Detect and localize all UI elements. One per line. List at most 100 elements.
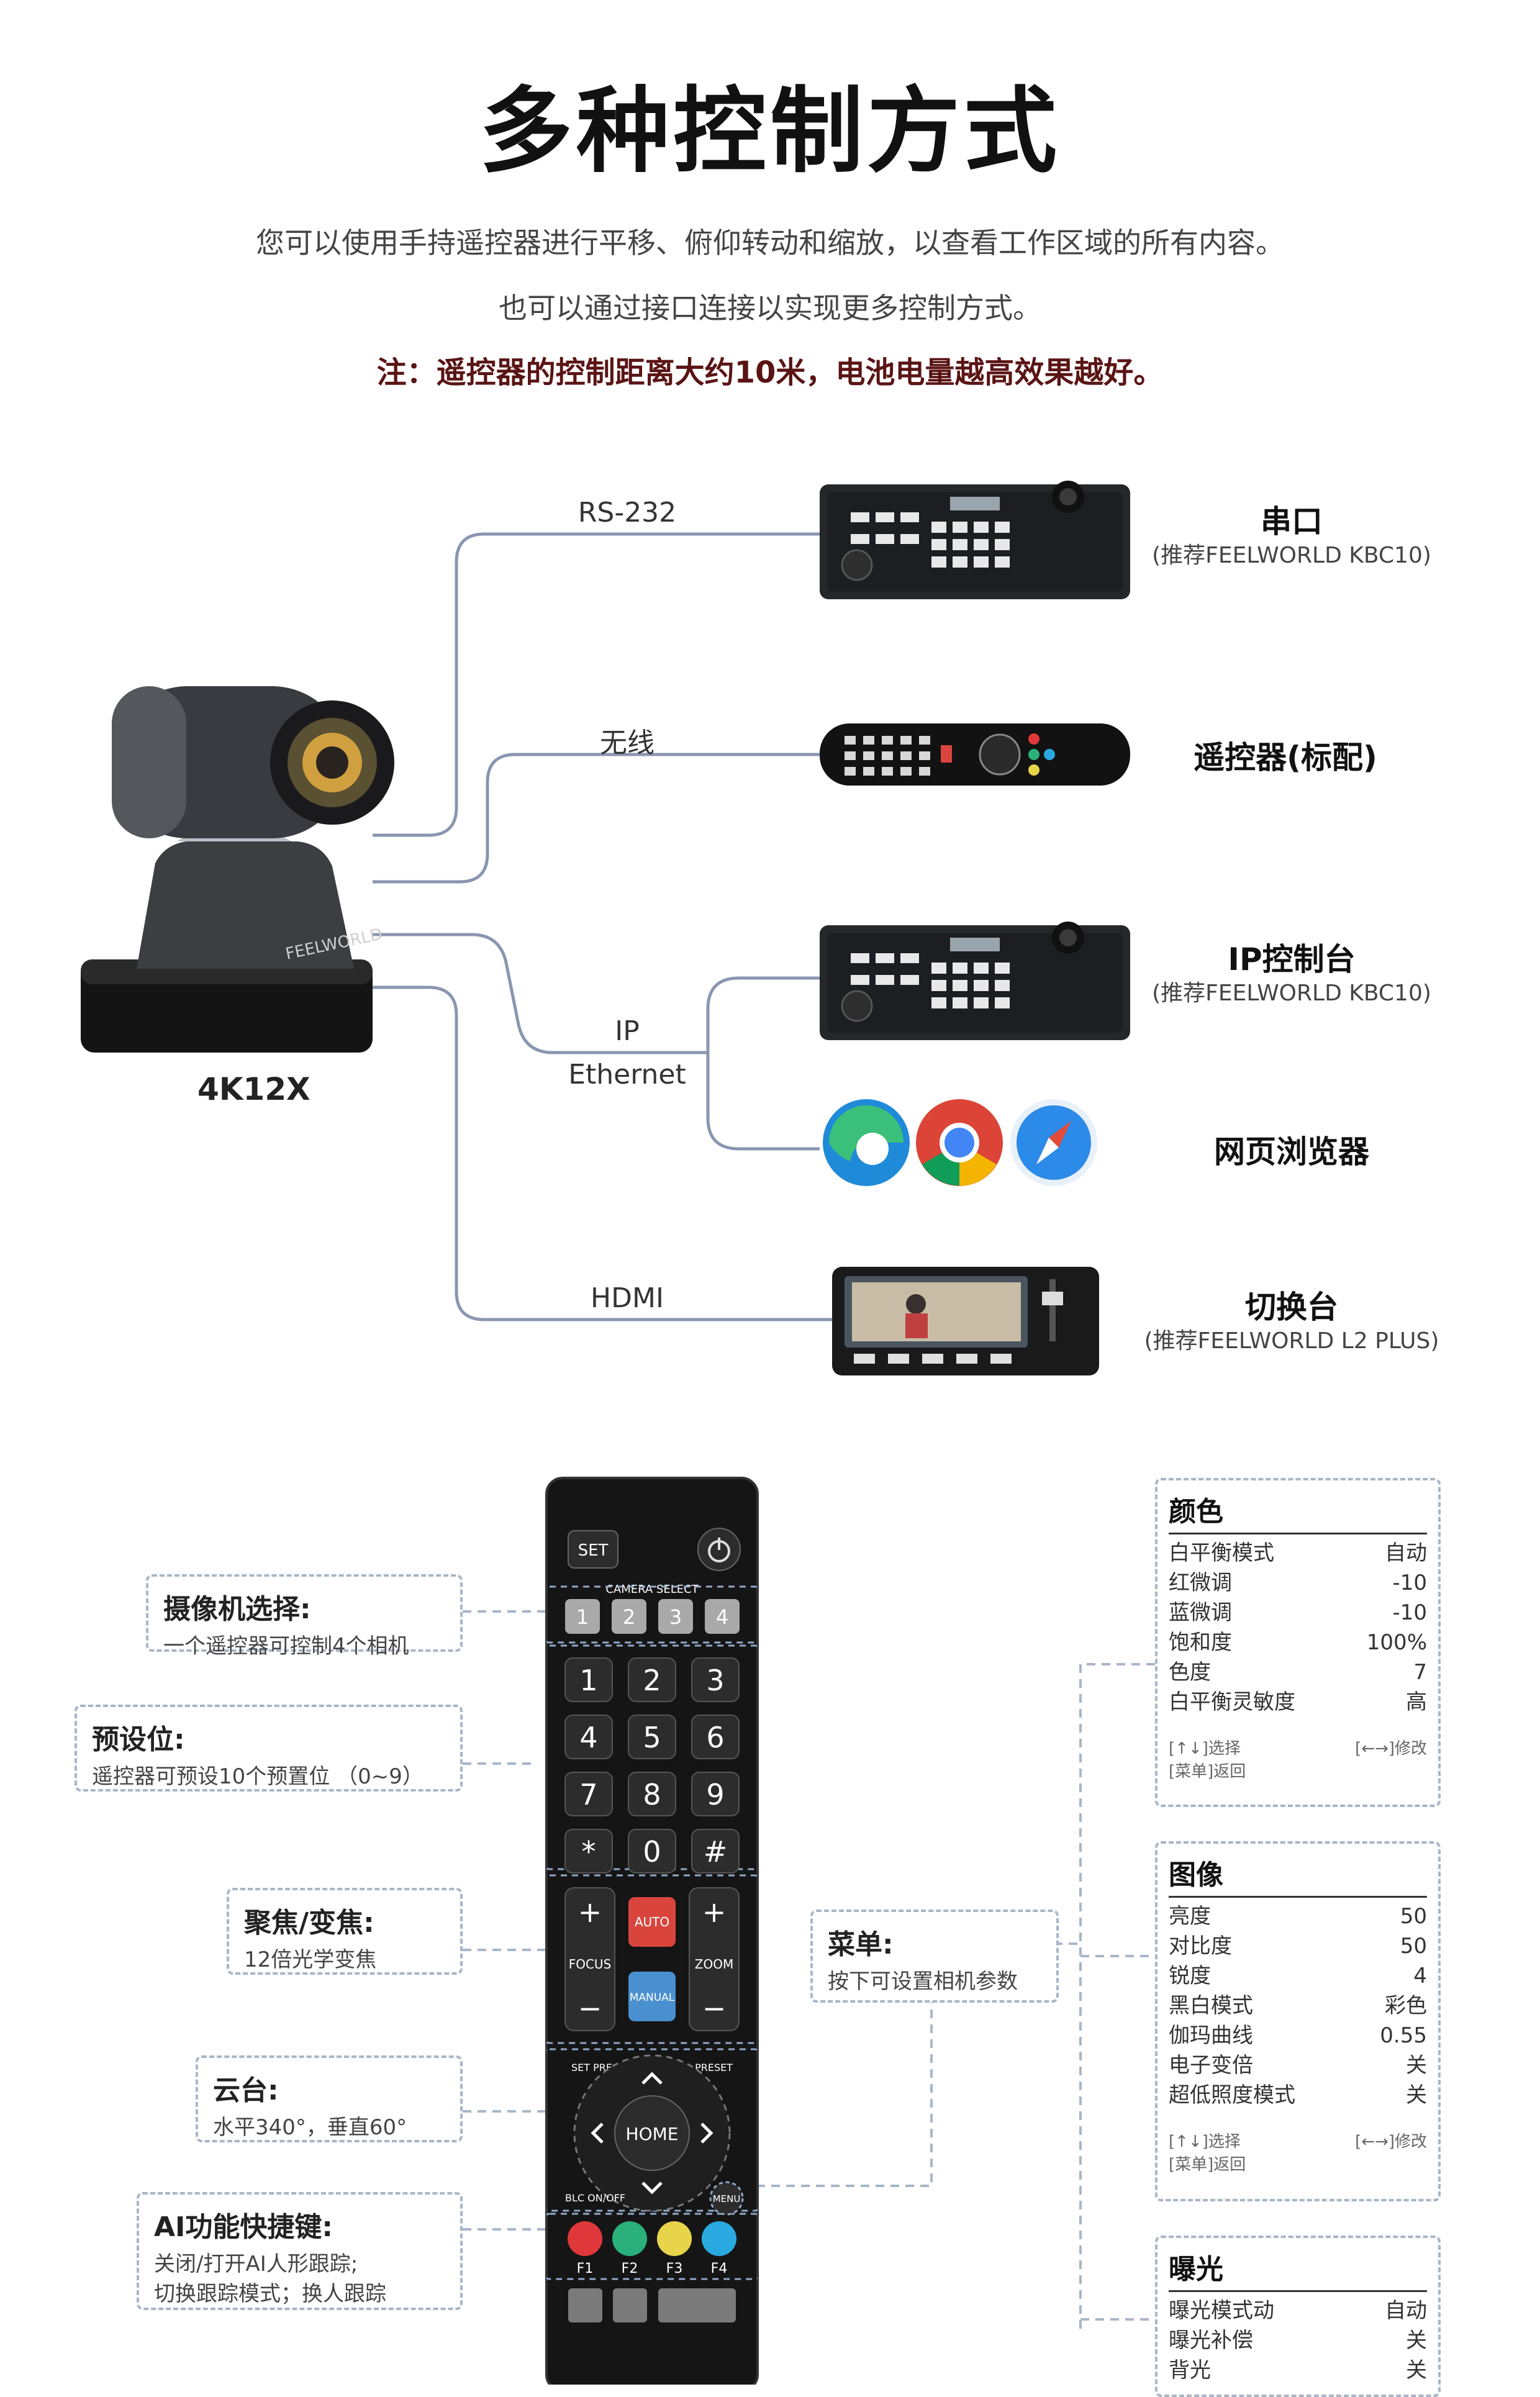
image-row-value: 彩色 [1385,1993,1427,2018]
page-title: 多种控制方式 [479,78,1061,186]
image-row: 超低照度模式 关 [1169,2080,1427,2110]
svg-text:+: + [702,1895,727,1929]
color-row: 红微调-10 [1169,1568,1427,1598]
image-row: 亮度 50 [1169,1901,1427,1931]
svg-text:HOME: HOME [626,2124,679,2144]
color-row-value: -10 [1392,1600,1427,1625]
image-row-key: 锐度 [1169,1964,1211,1988]
svg-text:3: 3 [706,1664,724,1697]
image-row-value: 50 [1400,1934,1427,1959]
svg-text:F4: F4 [711,2261,728,2277]
image-row-key: 黑白模式 [1169,1993,1253,2018]
chrome-browser-icon [916,1099,1003,1186]
image-row-value: 关 [1406,2083,1427,2108]
svg-text:7: 7 [579,1778,597,1811]
svg-text:2: 2 [623,1605,635,1629]
exposure-row-value: 关 [1406,2358,1427,2383]
distance-note: 注：遥控器的控制距离大约10米，电池电量越高效果越好。 [376,355,1164,390]
svg-text:3: 3 [669,1605,682,1629]
callout-focus-zoom: 聚焦/变焦: 12倍光学变焦 [227,1888,463,1975]
exposure-row: 曝光补偿 关 [1169,2326,1427,2355]
image-row-key: 电子变倍 [1169,2053,1253,2078]
svg-text:F1: F1 [577,2261,594,2277]
color-row-key: 白平衡灵敏度 [1169,1690,1295,1715]
image-row-key: 超低照度模式 [1169,2083,1295,2108]
svg-text:−: − [578,1991,602,2025]
image-row-value: 0.55 [1380,2023,1427,2048]
serial-device-sub: (推荐FEELWORLD KBC10) [1152,543,1431,568]
exposure-row-key: 曝光补偿 [1169,2328,1253,2353]
edge-browser-icon [823,1099,910,1186]
color-row-key: 白平衡模式 [1169,1541,1274,1566]
svg-text:*: * [582,1835,596,1869]
image-row: 电子变倍 关 [1169,2050,1427,2080]
remote-device-title: 遥控器(标配) [1194,740,1377,776]
rs232-label: RS-232 [578,497,677,528]
callout-ai-keys: AI功能快捷键: 关闭/打开AI人形跟踪; 切换跟踪模式；换人跟踪 [137,2192,463,2310]
svg-text:4: 4 [716,1605,728,1629]
svg-text:6: 6 [706,1721,724,1754]
color-row-key: 饱和度 [1169,1630,1232,1655]
exposure-row: 曝光模式动 自动 [1169,2296,1427,2326]
svg-text:−: − [702,1991,727,2025]
svg-text:AUTO: AUTO [635,1914,669,1929]
callout-preset: 预设位: 遥控器可预设10个预置位 （0~9） [75,1705,463,1792]
color-row-key: 蓝微调 [1169,1600,1232,1625]
color-row-value: 高 [1406,1690,1427,1715]
hdmi-label: HDMI [591,1282,664,1314]
wireless-label: 无线 [600,727,654,759]
svg-text:0: 0 [643,1835,661,1869]
color-row-key: 色度 [1169,1660,1211,1685]
exposure-row: 背光 关 [1169,2355,1427,2385]
image-row: 锐度 4 [1169,1961,1427,1991]
camera-model-label: 4K12X [197,1071,310,1107]
svg-text:5: 5 [643,1721,661,1754]
callout-menu: 菜单: 按下可设置相机参数 [810,1910,1059,2003]
camera-select-text: CAMERA SELECT [605,1583,699,1596]
svg-text:BLC ON/OFF: BLC ON/OFF [565,2192,625,2204]
serial-device-title: 串口 [1261,504,1323,540]
ip-label: IP [615,1015,640,1047]
svg-text:1: 1 [579,1664,597,1697]
svg-text:8: 8 [643,1778,661,1811]
image-row: 黑白模式 彩色 [1169,1991,1427,2021]
exposure-row-key: 背光 [1169,2358,1211,2383]
menu-panel-exposure: 曝光 曝光模式动自动曝光补偿关背光关 [1155,2236,1441,2397]
image-row-value: 4 [1413,1964,1427,1988]
exposure-row-value: 自动 [1385,2298,1427,2323]
svg-text:FOCUS: FOCUS [569,1957,612,1972]
ir-remote-illustration [820,723,1130,786]
color-row-value: 自动 [1385,1541,1427,1566]
connection-diagram: FEELWORLD [81,481,1130,1375]
ptz-camera-illustration: FEELWORLD [81,686,394,1053]
color-row: 白平衡模式 自动 [1169,1538,1427,1568]
intro-line-1: 您可以使用手持遥控器进行平移、俯仰转动和缩放，以查看工作区域的所有内容。 [256,226,1284,260]
color-row: 蓝微调 -10 [1169,1598,1427,1628]
ip-console-title: IP控制台 [1228,941,1356,977]
color-row-value: -10 [1392,1570,1427,1595]
image-row-key: 亮度 [1169,1904,1211,1929]
image-row-value: 关 [1406,2053,1427,2078]
safari-browser-icon [1010,1099,1097,1186]
exposure-row-value: 关 [1406,2328,1427,2353]
callout-ptz: 云台: 水平340°，垂直60° [196,2055,463,2142]
connection-lines [373,532,832,1321]
ethernet-label: Ethernet [568,1059,686,1090]
color-row: 饱和度 100% [1169,1628,1427,1657]
color-row-value: 100% [1366,1630,1427,1655]
l2-plus-switcher-illustration [832,1267,1099,1375]
exposure-row-key: 曝光模式动 [1169,2298,1274,2323]
svg-text:MENU: MENU [713,2193,741,2204]
image-row-value: 50 [1400,1904,1427,1929]
svg-text:4: 4 [579,1721,597,1754]
switcher-sub: (推荐FEELWORLD L2 PLUS) [1144,1328,1439,1354]
callout-camera-select: 摄像机选择: 一个遥控器可控制4个相机 [146,1574,463,1659]
intro-line-2: 也可以通过接口连接以实现更多控制方式。 [499,291,1041,325]
kbc10-console-serial-illustration [820,481,1130,599]
svg-text:F2: F2 [622,2261,638,2277]
svg-text:ZOOM: ZOOM [695,1957,733,1972]
